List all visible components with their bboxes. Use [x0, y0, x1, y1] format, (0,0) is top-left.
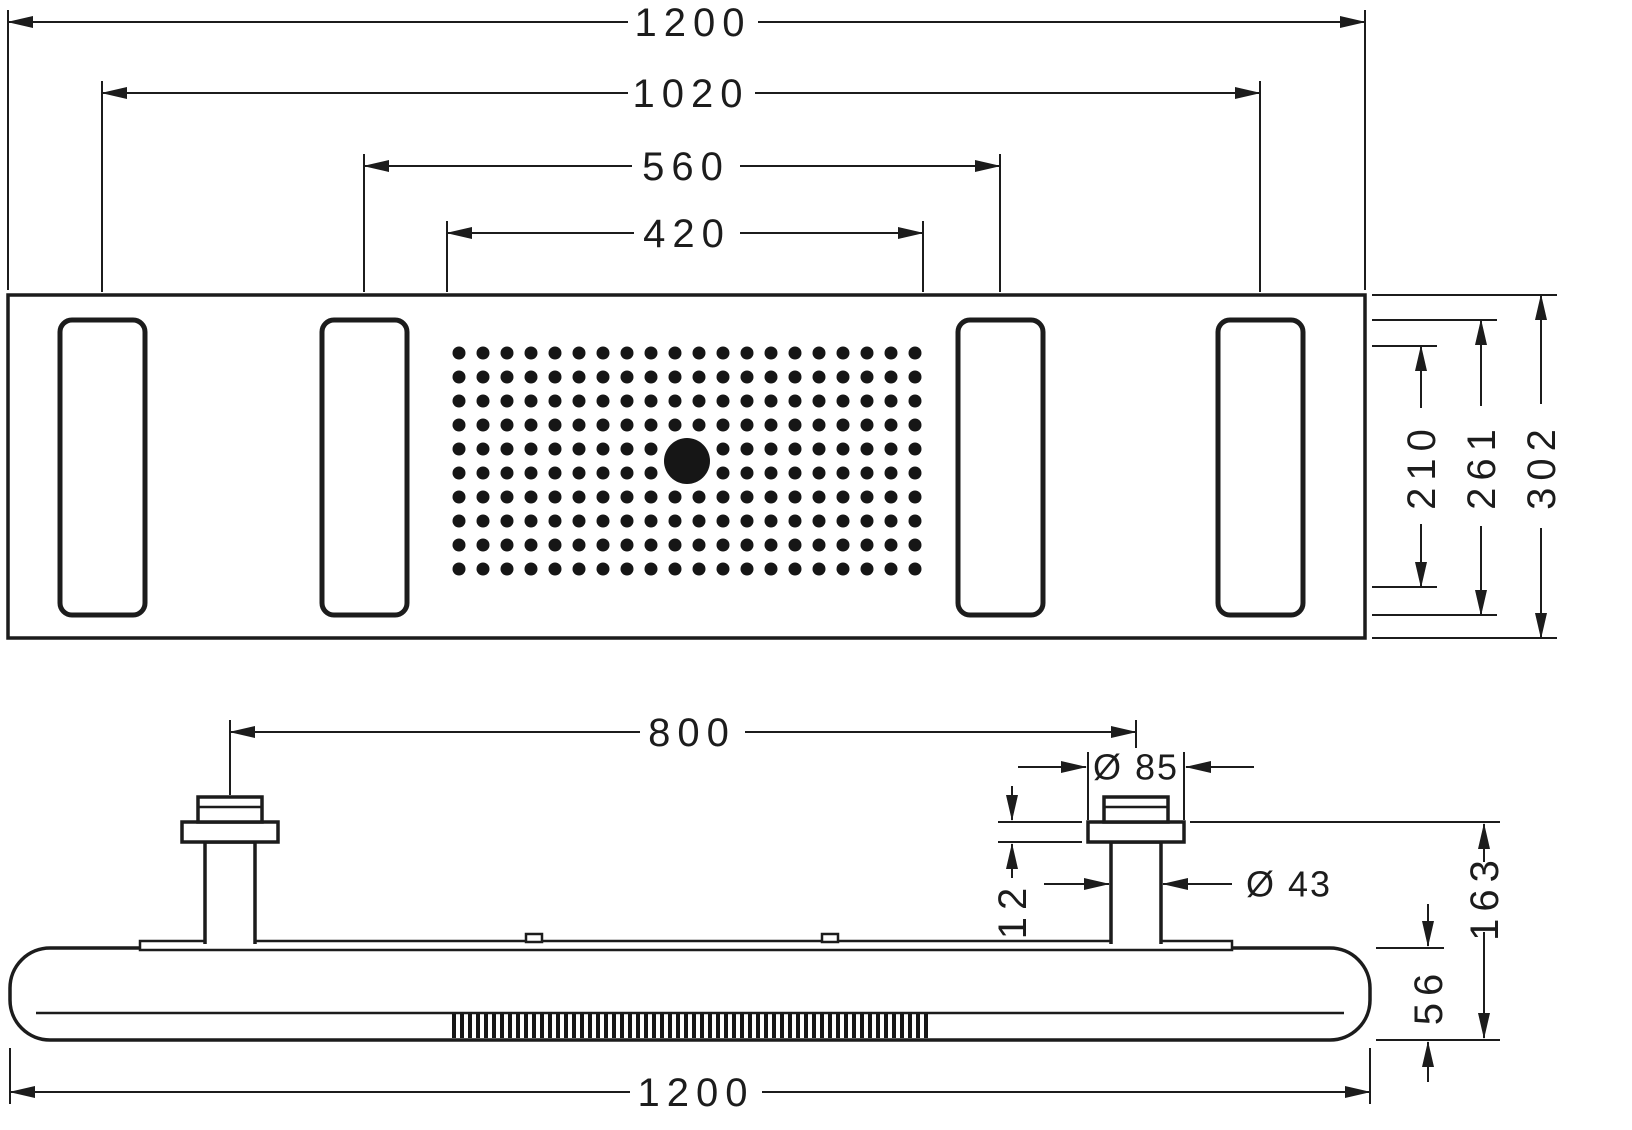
dim-label-1200-top: 1200	[635, 1, 752, 45]
dim-top-overall-width: 1200	[7, 1, 1366, 290]
dim-flange-diameter: Ø 85	[1018, 747, 1254, 820]
dim-overall-depth: 302	[1372, 294, 1564, 639]
mounting-bump-1	[524, 932, 544, 944]
dim-flange-height: 12	[991, 786, 1082, 939]
dim-inner-slot-spacing: 560	[363, 145, 1001, 292]
dim-outer-slot-spacing: 1020	[101, 72, 1261, 292]
left-ceiling-connector	[180, 795, 280, 944]
body-spray-slot-1	[57, 317, 148, 618]
connector-pipe	[1109, 840, 1163, 944]
spray-face-band	[452, 1014, 928, 1038]
dim-label-dia-43: Ø 43	[1246, 864, 1332, 905]
body-spray-slot-3	[955, 317, 1046, 618]
dim-nozzle-field-height: 210	[1372, 345, 1444, 588]
top-view-plan	[6, 293, 1367, 640]
dim-pipe-diameter: Ø 43	[1044, 864, 1332, 905]
dim-label-12: 12	[991, 881, 1035, 940]
dim-label-210: 210	[1400, 422, 1444, 510]
dim-body-height: 56	[1376, 904, 1451, 1082]
dim-label-420: 420	[643, 212, 731, 256]
dim-label-1200-bottom: 1200	[638, 1071, 755, 1115]
connector-flange	[1086, 820, 1186, 844]
dim-label-dia-85: Ø 85	[1093, 747, 1179, 788]
connector-pipe	[203, 840, 257, 944]
connector-cap	[1102, 795, 1170, 824]
dim-label-560: 560	[642, 145, 730, 189]
dim-label-1020: 1020	[633, 72, 750, 116]
dim-label-800: 800	[648, 711, 736, 755]
body-spray-slot-2	[319, 317, 410, 618]
dim-label-302: 302	[1520, 422, 1564, 510]
dim-recess-height: 261	[1372, 319, 1504, 616]
dim-nozzle-field-width: 420	[446, 212, 924, 292]
connector-cap	[196, 795, 264, 824]
dim-label-56: 56	[1407, 967, 1451, 1026]
center-spray-outlet	[664, 438, 710, 484]
top-plate	[138, 939, 1234, 952]
right-ceiling-connector	[1086, 795, 1186, 944]
dim-label-163: 163	[1463, 853, 1507, 941]
dim-label-261: 261	[1460, 422, 1504, 510]
connector-flange	[180, 820, 280, 844]
side-view-elevation	[8, 795, 1372, 1042]
mounting-bump-2	[820, 932, 840, 944]
dim-connector-spacing: 800	[229, 711, 1137, 795]
body-spray-slot-4	[1215, 317, 1306, 618]
dim-bottom-overall-width: 1200	[9, 1048, 1371, 1115]
dim-total-height: 163	[1190, 821, 1507, 1041]
